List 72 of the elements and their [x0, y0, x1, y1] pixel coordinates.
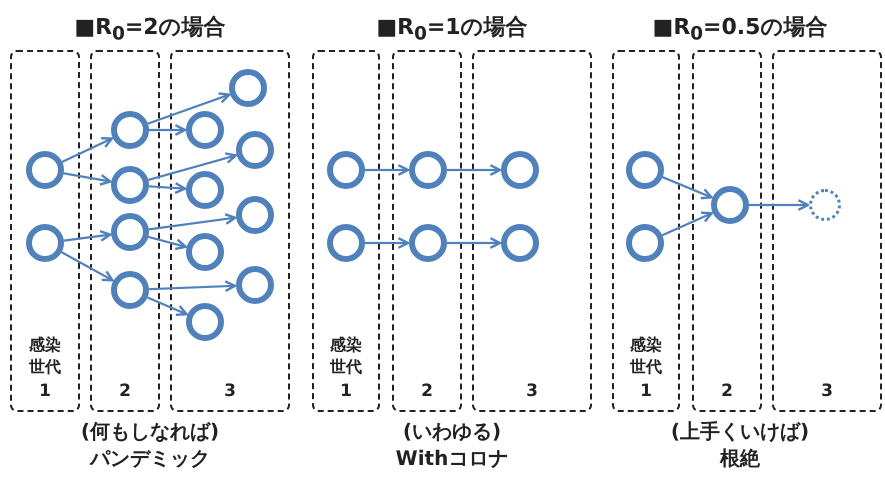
person-circle [111, 271, 149, 309]
person-circle [186, 233, 224, 271]
person-circle [236, 196, 274, 234]
arrow [148, 236, 187, 250]
panel-heading: ■R$_{0}$=0.5の場合 [652, 14, 828, 44]
panel-caption: (何もしなれば) [80, 418, 220, 445]
arrow [64, 172, 112, 186]
generation-label: 感染世代 [329, 334, 363, 378]
person-circle [327, 151, 365, 189]
arrow [62, 137, 114, 163]
generation-number: 1 [339, 380, 353, 402]
panel-caption: パンデミック [88, 445, 211, 472]
arrow [148, 152, 237, 181]
arrow [447, 237, 502, 249]
person-circle [111, 213, 149, 251]
person-circle [626, 151, 664, 189]
arrow [64, 230, 112, 242]
generation-label: 感染世代 [28, 334, 62, 378]
person-circle [186, 111, 224, 149]
arrow [662, 176, 713, 200]
generation-column [10, 50, 80, 412]
panel-caption: (いわゆる) [402, 418, 502, 445]
arrow [749, 199, 810, 211]
generation-column [772, 50, 882, 412]
generation-number: 1 [639, 380, 653, 402]
generation-number: 1 [38, 380, 52, 402]
generation-column [692, 50, 762, 412]
panel-heading: ■R$_{0}$=1の場合 [375, 14, 529, 44]
panel-caption: Withコロナ [394, 445, 510, 472]
generation-column [472, 50, 592, 412]
arrow [365, 237, 410, 249]
panel-caption: 根絶 [718, 445, 761, 472]
person-circle [501, 151, 539, 189]
generation-column [170, 50, 290, 412]
generation-number: 2 [420, 380, 434, 402]
person-circle [711, 186, 749, 224]
person-circle [229, 69, 267, 107]
generation-column [392, 50, 462, 412]
person-circle [186, 303, 224, 341]
person-circle [236, 266, 274, 304]
arrow [662, 212, 713, 236]
arrow [61, 251, 114, 282]
generation-number: 2 [720, 380, 734, 402]
person-circle [327, 224, 365, 262]
person-circle [111, 111, 149, 149]
person-circle [186, 171, 224, 209]
person-circle [409, 224, 447, 262]
panel-heading: ■R$_{0}$=2の場合 [73, 14, 227, 44]
generation-number: 3 [820, 380, 834, 402]
person-circle [501, 224, 539, 262]
generation-column [312, 50, 380, 412]
arrow [148, 280, 236, 292]
arrow [365, 164, 410, 176]
panel-caption: (上手くいけば) [670, 418, 810, 445]
arrow [447, 164, 502, 176]
generation-column [612, 50, 680, 412]
generation-number: 3 [223, 380, 237, 402]
arrow [147, 296, 188, 316]
person-circle [26, 224, 64, 262]
person-circle [111, 166, 149, 204]
arrow [148, 182, 186, 194]
person-circle [409, 151, 447, 189]
arrow [148, 92, 230, 125]
arrow [149, 124, 186, 136]
arrow [148, 213, 236, 230]
generation-number: 2 [118, 380, 132, 402]
person-circle [236, 131, 274, 169]
person-circle [626, 224, 664, 262]
generation-number: 3 [525, 380, 539, 402]
generation-column [90, 50, 160, 412]
person-circle [26, 151, 64, 189]
generation-label: 感染世代 [629, 334, 663, 378]
